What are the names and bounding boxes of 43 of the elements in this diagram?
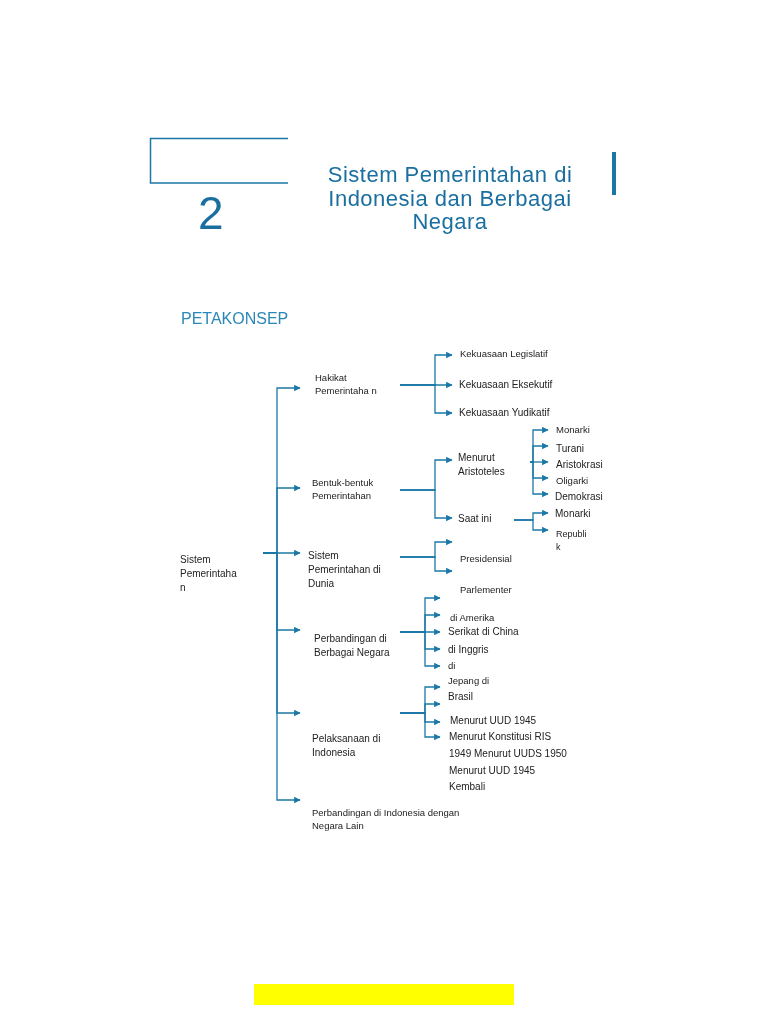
node-text: Parlementer — [460, 583, 513, 597]
node-text: Demokrasi — [555, 490, 604, 504]
arrow — [399, 384, 453, 417]
section-heading: PETAKONSEP — [181, 309, 289, 329]
node-text: Kekuasaan Legislatif — [460, 347, 549, 361]
arrow — [399, 489, 453, 522]
node-text: Sistem Pemerintaha n — [180, 553, 238, 595]
arrow — [399, 556, 453, 575]
node-text: Kekuasaan Eksekutif — [459, 378, 554, 392]
node-text: Menurut Aristoteles — [458, 451, 506, 479]
node-text: Kekuasaan Yudikatif — [459, 406, 551, 420]
node-text: di — [448, 659, 457, 673]
arrow — [529, 461, 549, 498]
node-text: Hakikat Pemerintaha n — [315, 371, 378, 398]
node-text: Brasil — [448, 690, 474, 704]
node-text: Presidensial — [460, 552, 513, 566]
node-text: Oligarki — [556, 474, 590, 488]
list-text: Kembali — [449, 781, 486, 793]
node-text: Pelaksanaan di Indonesia — [312, 732, 382, 760]
node-text: Perbandingan di Berbagai Negara — [314, 632, 391, 660]
arrow — [399, 712, 441, 741]
title: Sistem Pemerintahan di Indonesia dan Berbagai Negara — [326, 163, 574, 234]
node-text: Saat ini — [458, 512, 493, 526]
arrow — [529, 442, 549, 463]
node-text: Menurut Konstitusi RIS — [449, 730, 553, 744]
node-text: di Amerika — [450, 611, 496, 625]
node-text: di Inggris — [448, 643, 490, 657]
node-text: Monarki — [555, 507, 592, 521]
node-text: Jepang di — [448, 674, 491, 688]
node-text: Menurut UUD 1945 — [450, 714, 538, 728]
arrow — [399, 631, 441, 670]
node-text: Republi k — [556, 528, 588, 554]
arrow — [513, 519, 549, 534]
node-text: Sistem Pemerintahan di Dunia — [308, 549, 382, 591]
node-text: Perbandingan di Indonesia dengan Negara Lain — [312, 806, 460, 833]
chapter-number: 2 — [198, 186, 224, 241]
node-text: Serikat di China — [448, 625, 520, 639]
node-text: Turani — [556, 442, 585, 456]
node-text: Monarki — [556, 423, 591, 437]
node-text: Aristokrasi — [556, 458, 604, 472]
list-text: 1949 Menurut UUDS 1950 — [449, 748, 567, 760]
list-text: Menurut UUD 1945 — [449, 765, 536, 777]
node-text: Bentuk-bentuk Pemerintahan — [312, 476, 375, 503]
